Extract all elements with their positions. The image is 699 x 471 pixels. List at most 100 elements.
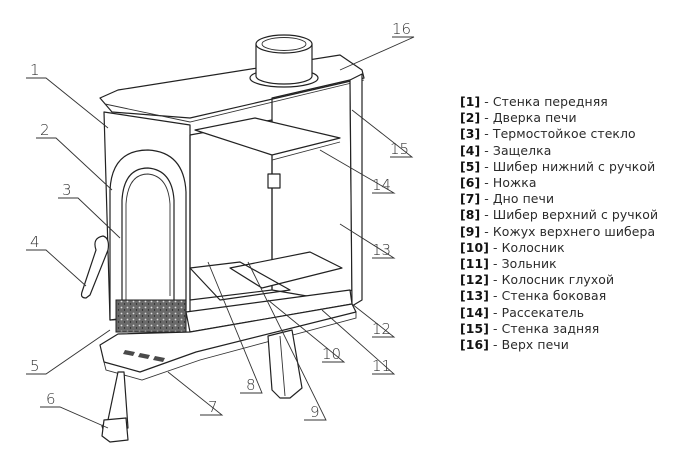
callout-7: 7 <box>208 398 218 416</box>
leader-6 <box>40 406 109 429</box>
legend-item-number: [16] <box>460 337 489 353</box>
legend-item-label: Стенка передняя <box>492 94 608 109</box>
latch-handle <box>80 235 110 299</box>
baffle <box>194 117 341 156</box>
legend-item-separator: - <box>488 272 502 288</box>
legend-item-separator: - <box>480 110 493 126</box>
legend-item-number: [1] <box>460 94 481 109</box>
legend-item-separator: - <box>488 256 502 272</box>
leader-13 <box>339 223 396 259</box>
grate <box>189 261 291 301</box>
legend-item-label: Верх печи <box>501 337 569 353</box>
lower-damper-panel <box>115 299 187 333</box>
legend-item: [3] - Термостойкое стекло <box>460 126 696 142</box>
stove-diagram: 1 2 3 4 5 6 7 8 9 10 11 12 13 14 15 16 <box>26 20 415 443</box>
legend-item: [10] - Колосник <box>460 240 696 256</box>
legend-item-number: [13] <box>460 288 489 304</box>
legend-item: [11] - Зольник <box>460 256 696 272</box>
leader-14 <box>319 149 396 194</box>
door-glass <box>121 167 175 306</box>
legend-item-number: [9] <box>460 223 481 239</box>
callout-12: 12 <box>372 320 391 338</box>
legend-item-label: Зольник <box>501 256 557 272</box>
legend-item-label: Стенка задняя <box>501 320 600 336</box>
callout-16: 16 <box>392 20 411 38</box>
legend-item-number: [11] <box>460 256 489 272</box>
stove-body <box>80 34 365 443</box>
legend-item-number: [2] <box>460 110 481 126</box>
legend-item-label: Дверка печи <box>492 110 577 126</box>
legend-item-separator: - <box>480 223 493 239</box>
callout-3: 3 <box>62 181 72 199</box>
callout-4: 4 <box>30 233 40 251</box>
leader-12 <box>351 303 396 338</box>
legend-item-number: [3] <box>460 126 481 142</box>
legend-item-separator: - <box>488 304 502 320</box>
parts-legend: [1] - Стенка передняя[2] - Дверка печи[3… <box>460 94 696 353</box>
legend-item-separator: - <box>488 320 502 336</box>
legend-item-separator: - <box>488 239 502 255</box>
callout-15: 15 <box>390 140 409 158</box>
legend-item-label: Защелка <box>492 142 552 158</box>
leader-7 <box>167 371 224 416</box>
legend-item: [12] - Колосник глухой <box>460 272 696 288</box>
callout-5: 5 <box>30 357 40 375</box>
callout-14: 14 <box>372 176 391 194</box>
legend-item-label: Кожух верхнего шибера <box>492 223 656 239</box>
legend-item-separator: - <box>480 126 493 142</box>
leader-2 <box>36 137 113 191</box>
legend-item-separator: - <box>480 142 493 158</box>
legend-item-number: [8] <box>460 207 481 223</box>
legend-item: [7] - Дно печи <box>460 191 696 207</box>
callout-9: 9 <box>310 403 320 421</box>
leader-1 <box>26 77 109 129</box>
legend-item-separator: - <box>480 191 493 207</box>
legend-item-number: [12] <box>460 272 489 288</box>
legend-item-separator: - <box>488 337 502 353</box>
leader-10 <box>267 299 346 363</box>
callout-13: 13 <box>372 241 391 259</box>
legend-item-number: [10] <box>460 239 489 255</box>
legend-item-label: Колосник <box>501 239 565 255</box>
callout-6: 6 <box>46 390 56 408</box>
legend-item-number: [7] <box>460 191 481 207</box>
leader-11 <box>321 309 396 375</box>
legend-item-label: Шибер нижний с ручкой <box>492 158 656 174</box>
legend-item-label: Дно печи <box>492 191 555 207</box>
legend-item-label: Шибер верхний с ручкой <box>492 207 659 223</box>
legend-item: [8] - Шибер верхний с ручкой <box>460 207 696 223</box>
legend-item-label: Рассекатель <box>501 304 585 320</box>
legend-item: [14] - Рассекатель <box>460 305 696 321</box>
legend-item: [5] - Шибер нижний с ручкой <box>460 159 696 175</box>
callout-numbers: 1 2 3 4 5 6 7 8 9 10 11 12 13 14 15 16 <box>30 20 411 421</box>
legend-item: [4] - Защелка <box>460 143 696 159</box>
legend-item: [16] - Верх печи <box>460 337 696 353</box>
leader-5 <box>26 329 111 375</box>
leader-8 <box>207 261 263 394</box>
callout-8: 8 <box>246 376 256 394</box>
callout-1: 1 <box>30 61 40 79</box>
legend-item-separator: - <box>480 175 493 191</box>
legend-item-label: Ножка <box>492 175 537 191</box>
leader-3 <box>58 197 121 239</box>
callout-11: 11 <box>372 357 391 375</box>
legend-item: [15] - Стенка задняя <box>460 321 696 337</box>
legend-item: [1] - Стенка передняя <box>460 94 696 110</box>
leader-16 <box>339 36 415 71</box>
legend-item: [13] - Стенка боковая <box>460 288 696 304</box>
legend-item-number: [6] <box>460 175 481 191</box>
leader-4 <box>26 249 87 287</box>
leader-15 <box>351 109 414 158</box>
leader-9 <box>247 261 327 421</box>
legend-item: [9] - Кожух верхнего шибера <box>460 224 696 240</box>
legend-item-separator: - <box>480 207 493 223</box>
legend-item-label: Термостойкое стекло <box>492 126 636 142</box>
legend-item: [2] - Дверка печи <box>460 110 696 126</box>
legend-item-separator: - <box>488 288 502 304</box>
legend-item-separator: - <box>480 158 493 174</box>
flue-collar <box>249 34 319 88</box>
legend-item-separator: - <box>480 94 493 109</box>
leader-lines <box>26 36 415 429</box>
legend-item-number: [14] <box>460 304 489 320</box>
legend-item-number: [15] <box>460 320 489 336</box>
